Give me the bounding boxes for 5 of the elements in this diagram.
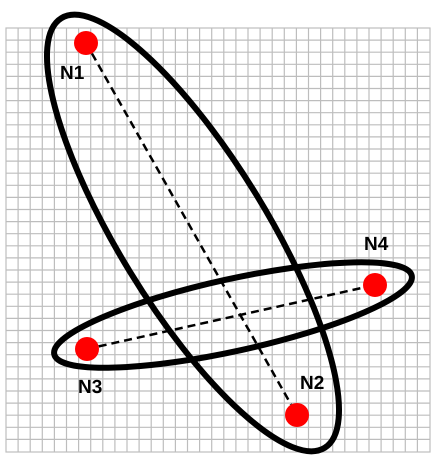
node-label: N1 (60, 64, 84, 84)
node-label: N4 (364, 235, 388, 255)
connector-line (90, 52, 292, 406)
node-label: N2 (300, 374, 324, 394)
node-label: N3 (78, 378, 102, 398)
